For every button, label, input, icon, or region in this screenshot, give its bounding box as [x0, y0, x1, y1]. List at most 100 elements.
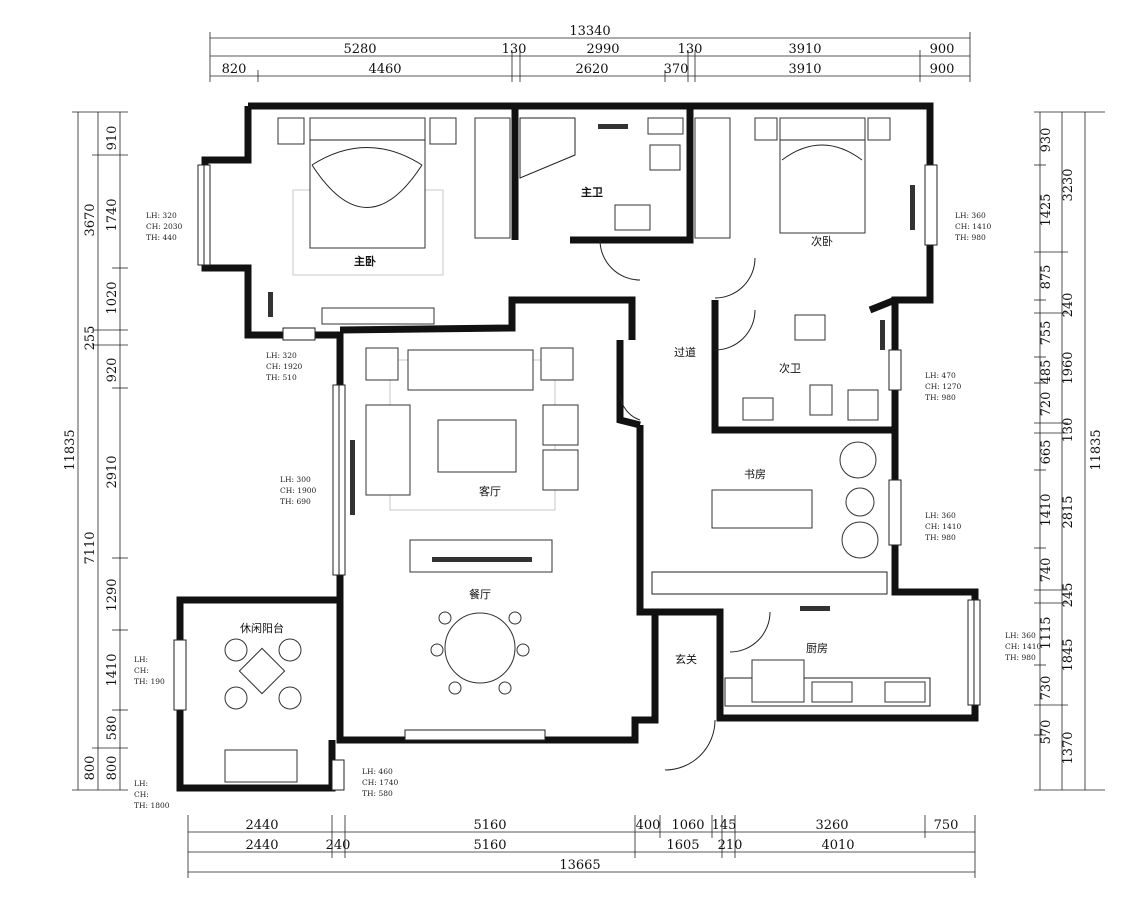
right-dim: 1960: [1061, 351, 1076, 384]
room-label-master-bath: 主卫: [581, 185, 603, 199]
right-dim: 740: [1039, 558, 1054, 583]
svg-text:LH: 360: LH: 360: [925, 511, 956, 520]
right-dimensions: 930 1425 875 755 485 720 665 1410 740 11…: [1034, 111, 1105, 791]
bottom-dim: 145: [712, 818, 737, 833]
bottom-dim: 2440: [245, 838, 278, 853]
room-label-master-bedroom: 主卧: [354, 254, 376, 268]
window-note-second-bed: LH: 360 CH: 1410 TH: 980: [955, 211, 992, 242]
windows: [173, 164, 981, 791]
right-dim: 570: [1039, 720, 1054, 745]
door-swings: [599, 239, 771, 771]
window-note-study: LH: 360 CH: 1410 TH: 980: [925, 511, 962, 542]
left-dim: 3670: [83, 203, 98, 236]
right-dim: 730: [1039, 676, 1054, 701]
left-dim: 1410: [105, 653, 120, 686]
window-note-master-left: LH: 320 CH: 2030 TH: 440: [146, 211, 183, 242]
room-label-kitchen: 厨房: [806, 642, 828, 655]
right-dim: 1845: [1061, 638, 1076, 671]
top-dim: 900: [930, 42, 955, 57]
right-dim: 755: [1039, 321, 1054, 346]
right-dim: 1425: [1039, 193, 1054, 226]
svg-text:TH: 980: TH: 980: [925, 533, 956, 542]
room-label-entrance: 玄关: [675, 652, 697, 666]
study-furniture: 书房: [651, 441, 888, 595]
svg-text:TH: 980: TH: 980: [955, 233, 986, 242]
right-dim: 485: [1039, 360, 1054, 385]
svg-text:CH: 1740: CH: 1740: [362, 778, 399, 787]
left-dimensions: 11835 3670 255 7110 800 910 1740 1020 92…: [63, 111, 128, 791]
top-dim: 3910: [788, 42, 821, 57]
bottom-dim: 400: [636, 818, 661, 833]
bottom-dim: 2440: [245, 818, 278, 833]
svg-text:CH:: CH:: [134, 790, 149, 799]
top-dim: 130: [678, 42, 703, 57]
kitchen-furniture: 厨房: [724, 606, 931, 707]
right-dim: 240: [1061, 293, 1076, 318]
top-dim: 2990: [586, 42, 619, 57]
left-dim: 7110: [83, 531, 98, 564]
right-dim: 720: [1039, 392, 1054, 417]
bottom-dim: 1060: [671, 818, 704, 833]
svg-text:LH:: LH:: [134, 655, 148, 664]
top-dim: 2620: [575, 62, 608, 77]
right-dim: 1410: [1039, 493, 1054, 526]
right-dim: 930: [1039, 128, 1054, 153]
svg-text:CH:: CH:: [134, 666, 149, 675]
left-dim: 1290: [105, 578, 120, 611]
window-note-balcony-left: LH: CH: TH: 190: [134, 655, 165, 686]
bottom-dim: 210: [718, 838, 743, 853]
right-dim: 1115: [1039, 616, 1054, 649]
top-dim: 820: [222, 62, 247, 77]
bottom-dim: 1605: [666, 838, 699, 853]
right-dim: 130: [1061, 418, 1076, 443]
right-dim: 2815: [1061, 495, 1076, 528]
svg-text:CH: 1270: CH: 1270: [925, 382, 962, 391]
svg-text:CH: 1410: CH: 1410: [925, 522, 962, 531]
balcony-furniture: 休闲阳台: [224, 621, 302, 783]
master-bath-furniture: 主卫: [519, 117, 684, 231]
svg-text:TH: 690: TH: 690: [280, 497, 311, 506]
top-dim-total: 13340: [569, 24, 610, 39]
window-note-kitchen: LH: 360 CH: 1410 TH: 980: [1005, 631, 1042, 662]
top-dim: 370: [664, 62, 689, 77]
bottom-dim: 240: [326, 838, 351, 853]
bottom-dim-total: 13665: [559, 858, 600, 873]
svg-text:TH: 980: TH: 980: [925, 393, 956, 402]
room-label-second-bath: 次卫: [779, 361, 801, 375]
svg-text:CH: 1920: CH: 1920: [266, 362, 303, 371]
room-label-living-room: 客厅: [479, 484, 501, 498]
svg-text:TH: 190: TH: 190: [134, 677, 165, 686]
svg-text:LH: 320: LH: 320: [266, 351, 297, 360]
dining-furniture: 餐厅: [409, 539, 553, 695]
svg-text:LH: 360: LH: 360: [1005, 631, 1036, 640]
svg-text:CH: 1900: CH: 1900: [280, 486, 317, 495]
top-dim: 130: [502, 42, 527, 57]
svg-text:CH: 1410: CH: 1410: [955, 222, 992, 231]
left-dim: 1740: [105, 198, 120, 231]
room-label-second-bedroom: 次卧: [811, 234, 833, 248]
window-note-master-bottom: LH: 320 CH: 1920 TH: 510: [266, 351, 303, 382]
svg-text:TH: 510: TH: 510: [266, 373, 297, 382]
second-bedroom-furniture: 次卧: [694, 117, 915, 248]
living-room-furniture: 客厅: [350, 347, 579, 515]
right-dim: 665: [1039, 440, 1054, 465]
svg-text:TH: 580: TH: 580: [362, 789, 393, 798]
second-bath-furniture: 次卫: [742, 314, 885, 421]
svg-text:CH: 1410: CH: 1410: [1005, 642, 1042, 651]
right-dim: 875: [1039, 265, 1054, 290]
window-notes: LH: 320 CH: 2030 TH: 440 LH: 320 CH: 192…: [134, 211, 1042, 810]
right-dim-total: 11835: [1089, 429, 1104, 470]
left-dim: 920: [105, 358, 120, 383]
room-label-leisure-balcony: 休闲阳台: [240, 621, 284, 635]
room-label-dining-room: 餐厅: [469, 587, 491, 601]
window-note-balcony-bottom-left: LH: CH: TH: 1800: [134, 779, 170, 810]
left-dim: 255: [83, 326, 98, 351]
bottom-dim: 3260: [815, 818, 848, 833]
bottom-dim: 4010: [821, 838, 854, 853]
room-label-corridor: 过道: [674, 345, 696, 359]
svg-text:LH: 360: LH: 360: [955, 211, 986, 220]
left-dim: 2910: [105, 455, 120, 488]
right-dim: 3230: [1061, 168, 1076, 201]
svg-text:TH: 980: TH: 980: [1005, 653, 1036, 662]
